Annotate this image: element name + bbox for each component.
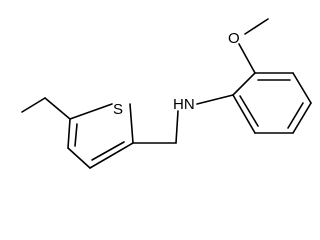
- thiophene-double-c2-c3: [91, 141, 125, 161]
- chemical-structure: S HN O: [21, 18, 312, 169]
- methoxy-c-o-bond: [238, 43, 256, 74]
- ethyl-ch2-bond: [44, 97, 71, 120]
- benzene-double-6: [239, 95, 259, 127]
- sulfur-atom-label: S: [113, 101, 123, 118]
- ethyl-ch3-bond: [21, 97, 46, 113]
- benzene-bond-6: [232, 94, 256, 134]
- thiophene-double-c4-c5: [74, 123, 78, 147]
- methoxy-o-ch3-bond: [244, 18, 269, 35]
- benzene-bond-3: [292, 72, 312, 104]
- thiophene-bond-c2-c3: [89, 142, 134, 169]
- thiophene-bond-c5-s: [69, 103, 113, 120]
- nh-benzene-bond: [196, 94, 234, 105]
- thiophene-bond-c3-c4: [67, 147, 91, 169]
- thiophene-bond-c4-c5: [67, 118, 71, 149]
- benzene-double-4: [287, 102, 304, 129]
- oxygen-atom-label: O: [228, 30, 240, 47]
- benzene-bond-1: [232, 72, 256, 96]
- thiophene-bond-s-c2: [129, 103, 134, 144]
- nh-atom-label: HN: [173, 96, 195, 113]
- benzene-bond-4: [292, 102, 312, 134]
- ch2-nh-bond: [175, 110, 179, 144]
